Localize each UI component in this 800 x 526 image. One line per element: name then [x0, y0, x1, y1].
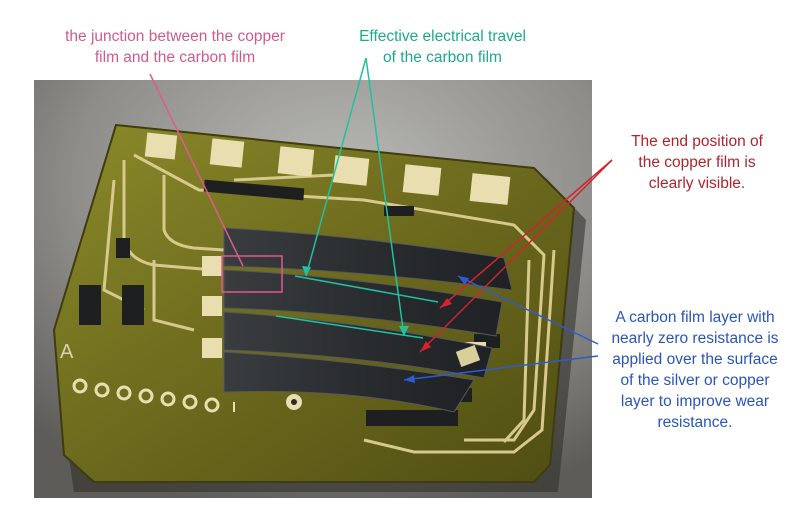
mounting-holes	[72, 378, 220, 413]
mounting-hole-center	[291, 399, 297, 405]
carbon-track-4	[223, 351, 475, 413]
pcb-illustration: A	[34, 80, 592, 498]
silkscreen-letter: A	[60, 341, 74, 363]
carbon-layer-annotation: A carbon film layer with nearly zero res…	[611, 309, 779, 431]
pcb-photo: A	[34, 80, 592, 498]
silkscreen-mark	[233, 402, 235, 412]
junction-annotation: the junction between the copper film and…	[65, 28, 285, 66]
end-position-annotation: The end position of the copper film is c…	[631, 133, 763, 192]
travel-annotation: Effective electrical travel of the carbo…	[359, 28, 526, 66]
